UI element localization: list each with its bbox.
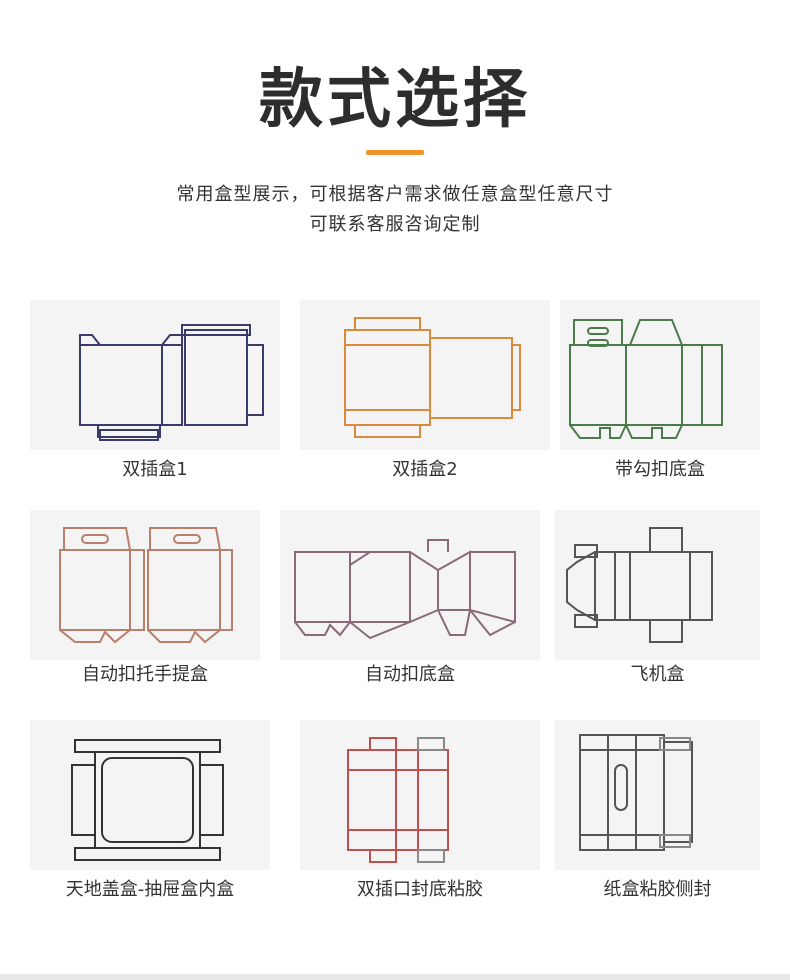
- box-dieline-drawing: [71, 739, 224, 861]
- box-style-label: 纸盒粘胶侧封: [603, 879, 712, 900]
- box-style-label: 飞机盒: [630, 664, 685, 685]
- box-style-label: 自动扣底盒: [365, 664, 455, 685]
- page-title: 款式选择: [259, 63, 531, 137]
- box-style-card[interactable]: 双插盒1: [30, 300, 280, 490]
- box-style-card[interactable]: 自动扣托手提盒: [30, 510, 260, 695]
- box-style-label: 天地盖盒-抽屉盒内盒: [65, 879, 235, 900]
- box-dieline-drawing: [347, 737, 449, 863]
- box-dieline-drawing: [344, 317, 521, 438]
- box-style-label: 双插口封底粘胶: [357, 879, 483, 900]
- box-dieline-drawing: [569, 319, 723, 439]
- box-dieline-drawing: [59, 527, 233, 644]
- box-style-label: 双插盒2: [392, 459, 458, 480]
- box-style-card[interactable]: 带勾扣底盒: [560, 300, 760, 490]
- box-dieline-image: [300, 720, 540, 870]
- box-style-card[interactable]: 纸盒粘胶侧封: [555, 720, 760, 905]
- box-dieline-image: [555, 510, 760, 660]
- box-style-card[interactable]: 双插盒2: [300, 300, 550, 490]
- box-style-label: 双插盒1: [122, 459, 188, 480]
- box-style-card[interactable]: 天地盖盒-抽屉盒内盒: [30, 720, 270, 905]
- box-dieline-drawing: [294, 539, 516, 640]
- box-dieline-drawing: [566, 527, 713, 643]
- box-style-card[interactable]: 双插口封底粘胶: [300, 720, 540, 905]
- title-accent-bar: [366, 150, 424, 155]
- subtitle-line-1: 常用盒型展示，可根据客户需求做任意盒型任意尺寸: [176, 184, 614, 205]
- box-dieline-drawing: [79, 324, 264, 441]
- bottom-divider: [0, 974, 790, 980]
- box-dieline-image: [30, 720, 270, 870]
- box-style-label: 自动扣托手提盒: [82, 664, 208, 685]
- box-style-label: 带勾扣底盒: [615, 459, 705, 480]
- subtitle-line-2: 可联系客服咨询定制: [309, 214, 481, 235]
- box-style-card[interactable]: 飞机盒: [555, 510, 760, 695]
- box-dieline-image: [555, 720, 760, 870]
- box-style-card[interactable]: 自动扣底盒: [280, 510, 540, 695]
- box-dieline-drawing: [579, 734, 693, 851]
